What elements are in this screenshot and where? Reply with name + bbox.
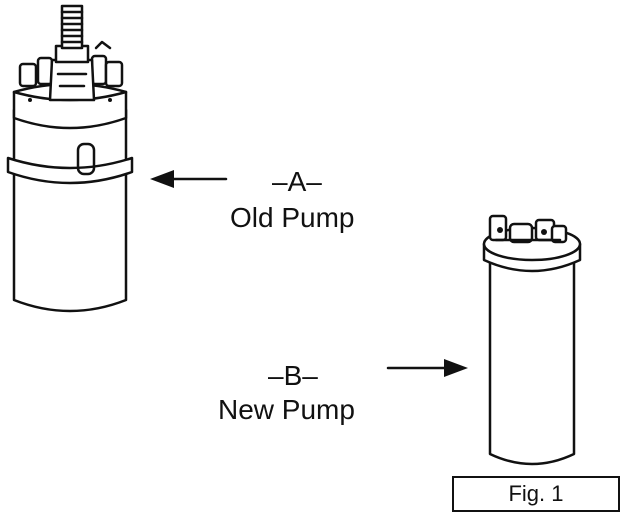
old-pump-letter: –A–	[272, 166, 322, 197]
new-pump-label: New Pump	[218, 394, 355, 425]
new-pump-letter: –B–	[268, 360, 318, 391]
old-pump-drawing	[6, 4, 134, 313]
new-pump-drawing	[482, 214, 582, 466]
old-pump-label: Old Pump	[230, 202, 355, 233]
arrow-to-new-pump	[386, 359, 468, 377]
figure-caption: Fig. 1	[452, 476, 620, 512]
arrow-to-old-pump	[150, 170, 228, 188]
